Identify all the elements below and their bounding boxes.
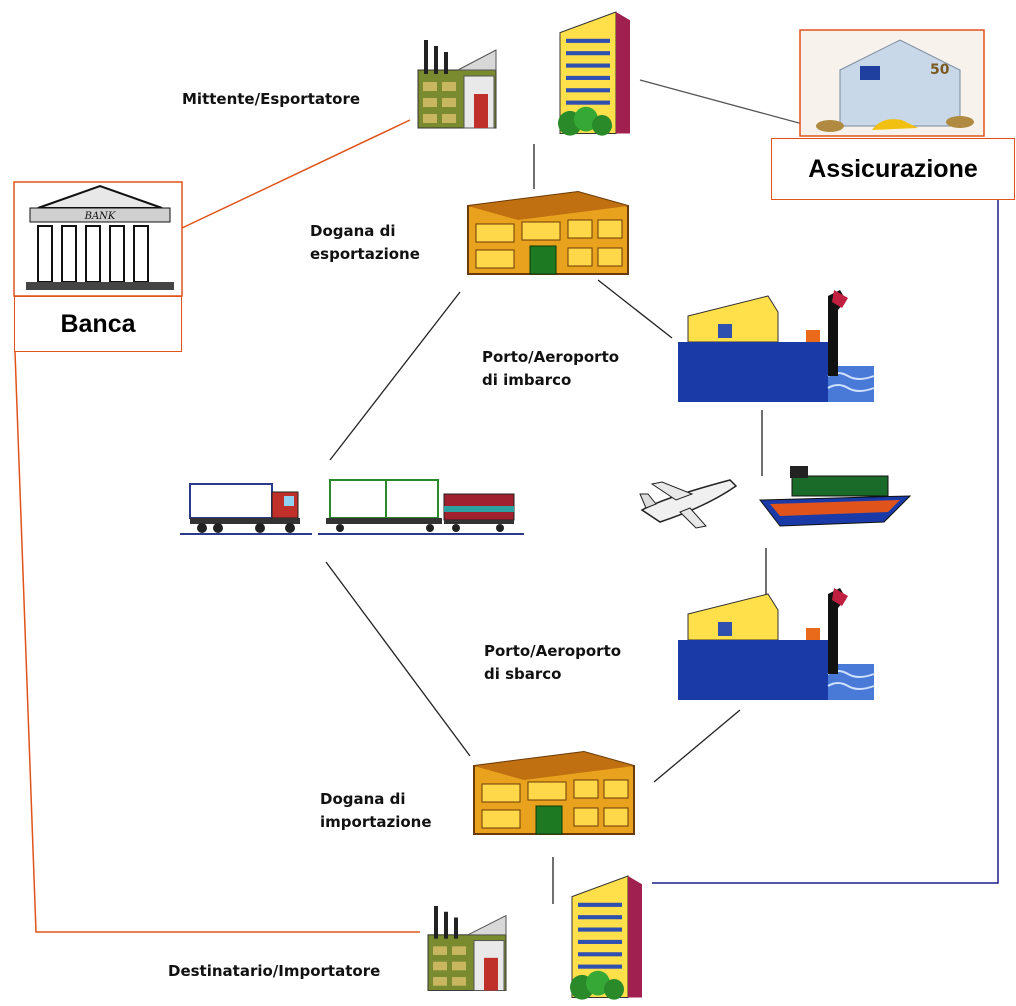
train-icon [318,479,524,535]
link-bank-importer [14,351,420,933]
flow-connectors [325,79,811,904]
airplane-icon [639,479,738,529]
banknote-value-text: 50 [930,62,950,78]
connector-exporter-insurance [639,79,811,127]
connector-port-customs [653,709,741,783]
connector-customs-port [597,279,673,339]
insurance-label-box: Assicurazione [771,138,1015,200]
port-unloading-label: Porto/Aeroporto di sbarco [484,642,622,683]
link-exporter-bank [181,119,411,229]
exporter-label: Mittente/Esportatore [182,90,361,108]
bank-icon: BANK [13,181,183,297]
bank-sign-text: BANK [84,211,116,222]
importer-icon [427,875,643,1001]
exporter-icon [417,11,631,137]
connector-customs-truck [329,291,461,461]
bank-links [14,119,420,933]
insurance-icon: 50 [799,29,985,137]
export-customs-label: Dogana di esportazione [310,222,420,263]
import-customs-label: Dogana di importazione [320,790,432,831]
connector-truck-customs [325,561,471,757]
ship-icon [759,466,912,527]
import-customs-building-icon [473,751,635,835]
importer-label: Destinatario/Importatore [168,962,381,980]
truck-icon [180,483,312,535]
port-loading-label: Porto/Aeroporto di imbarco [482,348,620,389]
bank-label-box: Banca [14,296,182,352]
insurance-label: Assicurazione [808,155,978,183]
link-insurance-importer [652,200,999,884]
bank-label: Banca [60,310,136,338]
port-unloading-icon [677,587,875,701]
export-customs-building-icon [467,191,629,275]
port-loading-icon [677,289,875,403]
